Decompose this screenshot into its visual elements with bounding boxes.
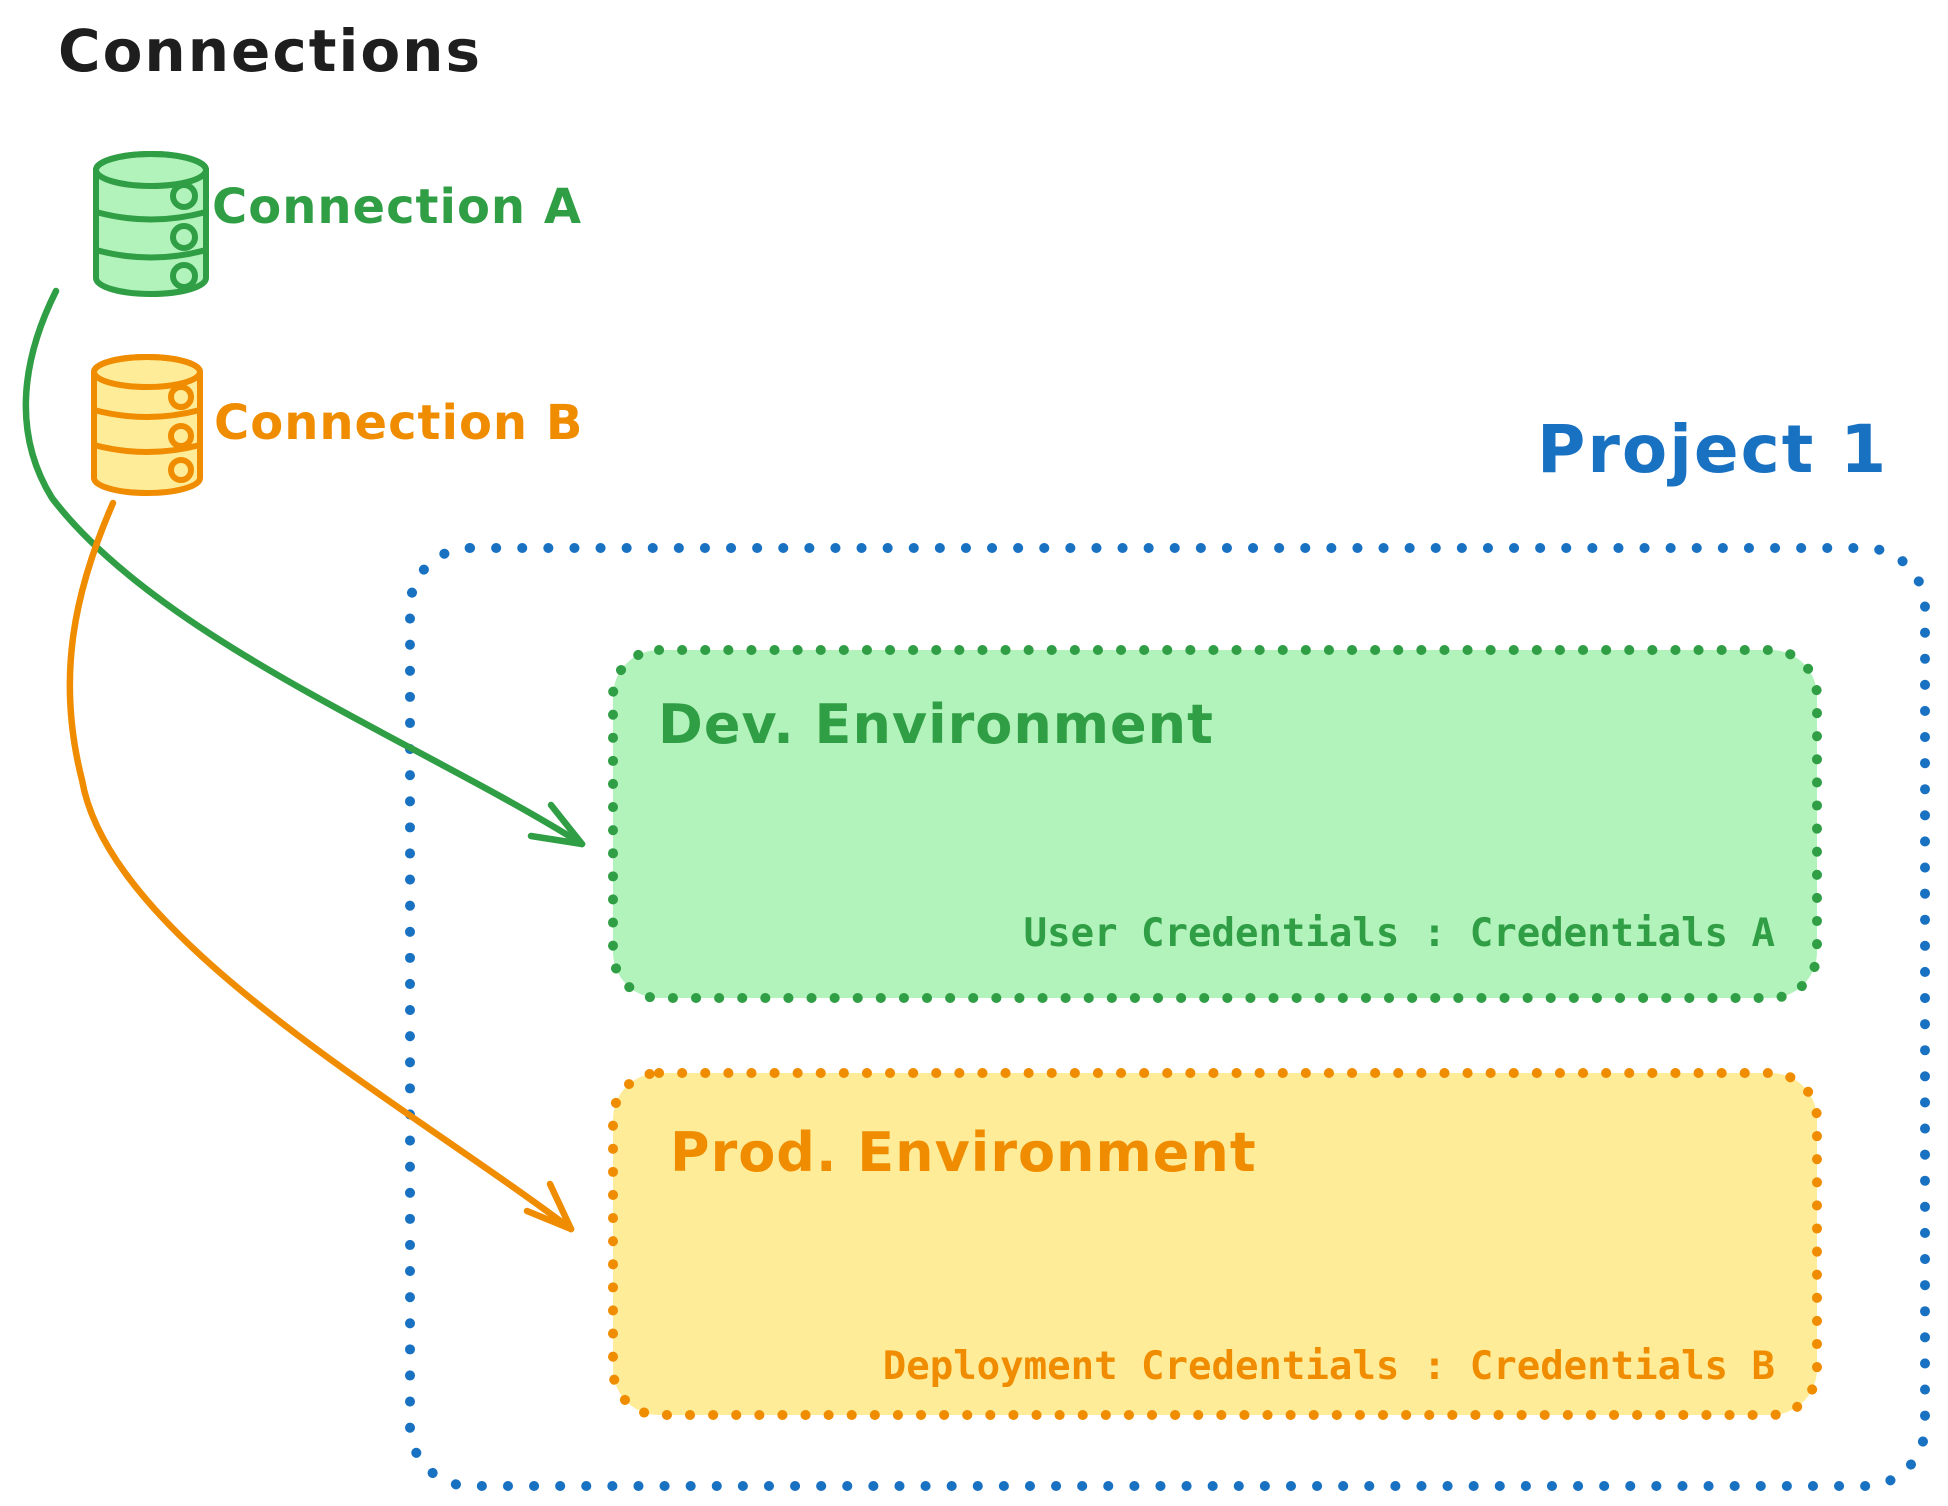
connection-a-database-icon	[93, 151, 209, 297]
dev-environment-title: Dev. Environment	[658, 693, 1214, 756]
dev-environment-box	[608, 645, 1822, 1003]
arrowhead	[546, 1180, 575, 1233]
database-dot	[170, 262, 198, 290]
arrowhead	[523, 1207, 575, 1233]
project-title: Project 1	[1537, 411, 1889, 488]
database-dot	[170, 182, 198, 210]
database-dot	[168, 457, 194, 483]
connection-a-label: Connection A	[212, 179, 582, 235]
database-body	[93, 151, 209, 297]
arrowhead	[527, 832, 586, 848]
arrow-line	[22, 287, 586, 848]
arrow-connection-b-to-prod-environment	[66, 499, 575, 1233]
database-top	[93, 151, 209, 189]
prod-environment-title: Prod. Environment	[670, 1121, 1257, 1184]
database-dot	[168, 423, 194, 449]
database-top	[91, 354, 203, 390]
prod-environment-box	[608, 1068, 1822, 1420]
database-divider	[93, 209, 209, 223]
database-dot	[168, 384, 194, 410]
database-divider	[91, 442, 203, 455]
dev-environment-credentials: User Credentials : Credentials A	[1023, 911, 1775, 956]
connection-b-database-icon	[91, 354, 203, 496]
arrowhead	[547, 801, 586, 848]
database-dot	[170, 223, 198, 251]
connections-title: Connections	[58, 17, 482, 85]
arrow-line	[66, 499, 575, 1233]
connection-b-label: Connection B	[214, 395, 584, 451]
prod-environment-credentials: Deployment Credentials : Credentials B	[882, 1344, 1775, 1389]
database-divider	[93, 247, 209, 261]
database-divider	[91, 407, 203, 420]
arrow-connection-a-to-dev-environment	[22, 287, 586, 848]
